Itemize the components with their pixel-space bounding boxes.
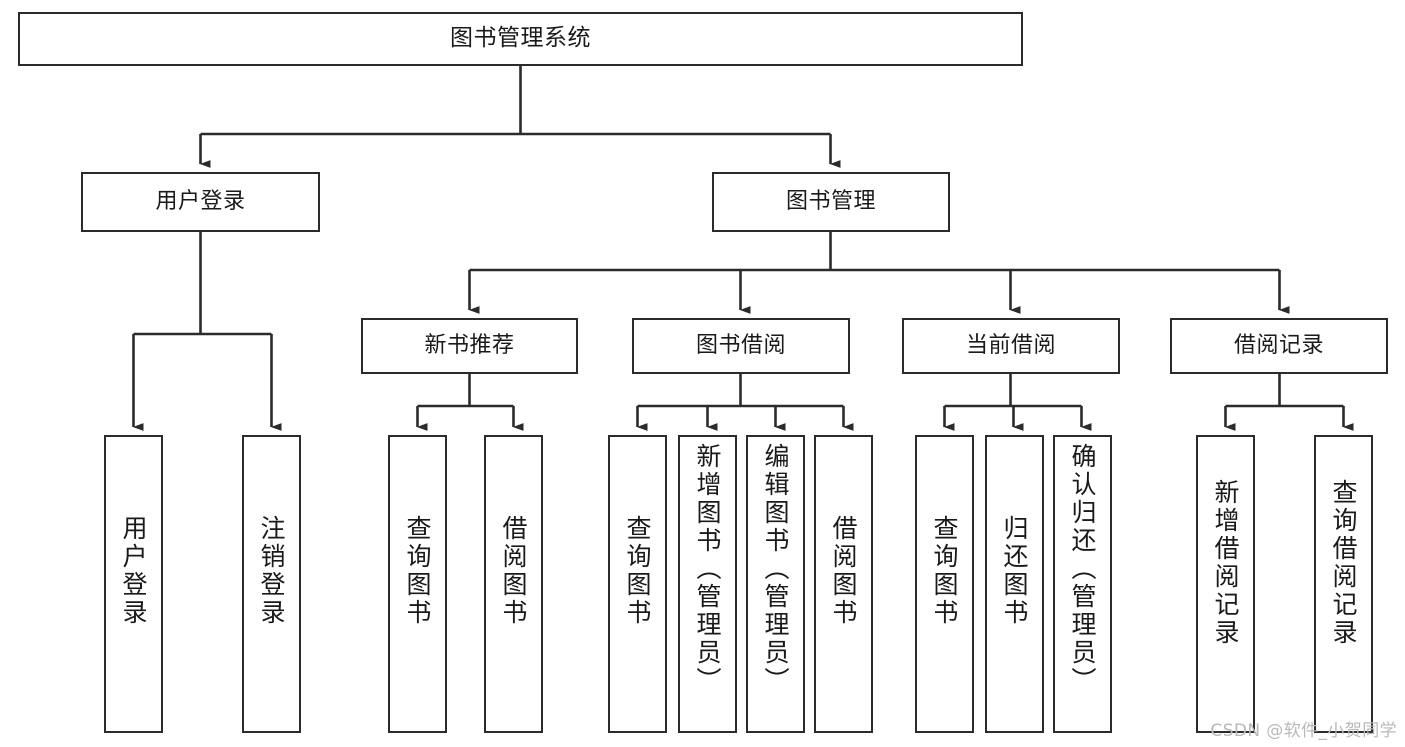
- leaf-add-book-admin[interactable]: 新增图书（管理员）: [678, 435, 737, 733]
- leaf-add-borrow-record[interactable]: 新增借阅记录: [1196, 435, 1255, 733]
- node-label: 借阅记录: [1233, 332, 1324, 358]
- node-label: 用户登录: [155, 188, 246, 214]
- leaf-edit-book-admin[interactable]: 编辑图书（管理员）: [746, 435, 805, 733]
- leaf-borrow-book-borrow[interactable]: 借阅图书: [814, 435, 873, 733]
- node-label: 用户登录: [119, 515, 148, 627]
- node-book-manage[interactable]: 图书管理: [712, 172, 950, 232]
- node-label: 查询借阅记录: [1329, 479, 1358, 647]
- node-label: 图书管理系统: [450, 25, 591, 52]
- node-new-book-recommend[interactable]: 新书推荐: [361, 318, 578, 374]
- leaf-return-book[interactable]: 归还图书: [985, 435, 1044, 733]
- node-label: 图书管理: [785, 188, 876, 214]
- node-user-login[interactable]: 用户登录: [81, 172, 320, 232]
- node-label: 查询图书: [930, 515, 959, 627]
- node-label: 确认归还（管理员）: [1068, 443, 1097, 695]
- node-label: 注销登录: [257, 515, 286, 627]
- node-label: 借阅图书: [829, 515, 858, 627]
- csdn-watermark: CSDN @软件_小贺同学: [1210, 721, 1397, 741]
- node-book-borrow[interactable]: 图书借阅: [632, 318, 850, 374]
- node-label: 借阅图书: [499, 515, 528, 627]
- leaf-user-logout[interactable]: 注销登录: [242, 435, 301, 733]
- node-label: 新增图书（管理员）: [693, 443, 722, 695]
- node-label: 新增借阅记录: [1211, 479, 1240, 647]
- node-label: 查询图书: [623, 515, 652, 627]
- node-current-borrow[interactable]: 当前借阅: [902, 318, 1120, 374]
- leaf-borrow-book-recommend[interactable]: 借阅图书: [484, 435, 543, 733]
- node-root-system[interactable]: 图书管理系统: [18, 12, 1023, 66]
- leaf-query-borrow-record[interactable]: 查询借阅记录: [1314, 435, 1373, 733]
- leaf-user-login[interactable]: 用户登录: [104, 435, 163, 733]
- node-label: 新书推荐: [424, 332, 515, 358]
- leaf-query-book-current[interactable]: 查询图书: [915, 435, 974, 733]
- leaf-query-book-recommend[interactable]: 查询图书: [388, 435, 447, 733]
- node-label: 编辑图书（管理员）: [761, 443, 790, 695]
- node-label: 图书借阅: [695, 332, 786, 358]
- leaf-confirm-return-admin[interactable]: 确认归还（管理员）: [1053, 435, 1112, 733]
- leaf-query-book-borrow[interactable]: 查询图书: [608, 435, 667, 733]
- node-label: 归还图书: [1000, 515, 1029, 627]
- node-label: 当前借阅: [965, 332, 1056, 358]
- node-label: 查询图书: [403, 515, 432, 627]
- node-borrow-record[interactable]: 借阅记录: [1170, 318, 1388, 374]
